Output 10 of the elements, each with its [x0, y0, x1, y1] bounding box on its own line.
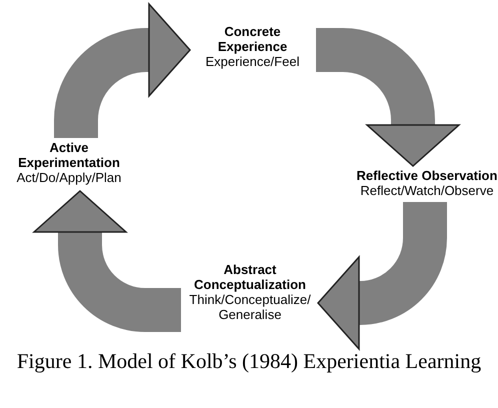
stage-description: Reflect/Watch/Observe: [359, 183, 495, 198]
stage-description: Experience/Feel: [204, 54, 300, 69]
stage-heading: Concrete Experience: [216, 24, 288, 54]
stage-description: Think/Conceptualize/ Generalise: [188, 292, 312, 322]
stage-heading: Abstract Conceptualization: [193, 262, 307, 292]
stage-heading: Reflective Observation: [356, 168, 498, 183]
stage-heading: Active Experimentation: [17, 140, 121, 170]
figure-caption: Figure 1. Model of Kolb’s (1984) Experientia Learning: [16, 350, 482, 372]
stage-description: Act/Do/Apply/Plan: [16, 170, 122, 185]
curved-arrow: [317, 202, 447, 350]
